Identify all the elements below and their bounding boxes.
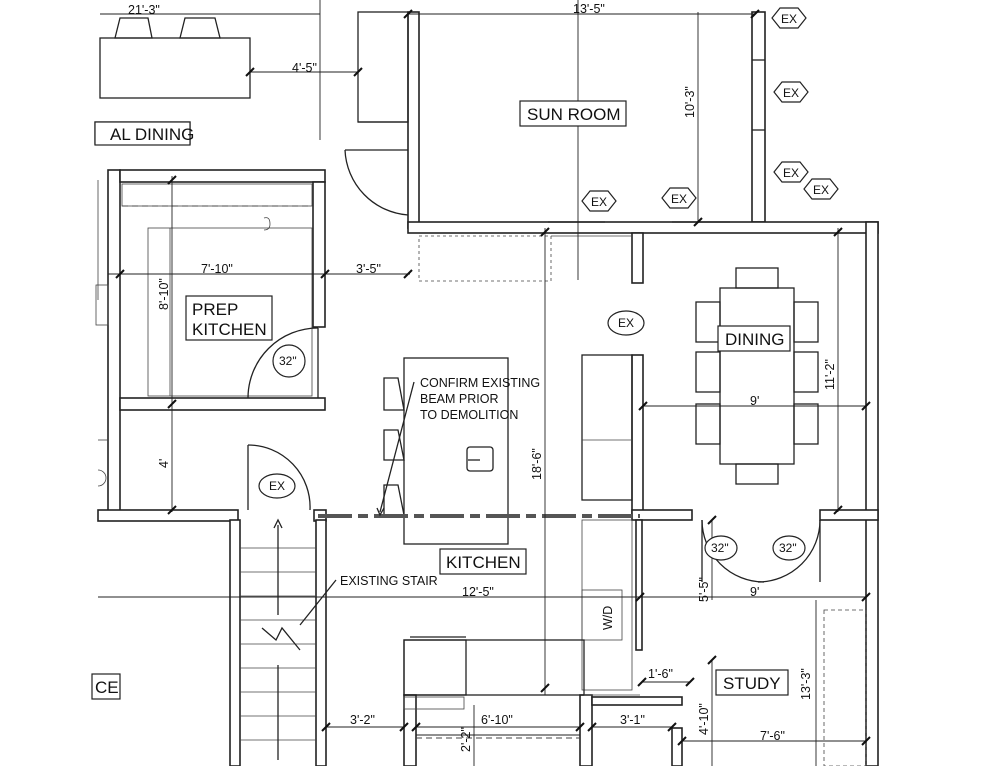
dim-12-5: 12'-5" — [462, 585, 494, 599]
dim-1-6: 1'-6" — [648, 667, 673, 681]
dim-9-dining: 9' — [750, 394, 759, 408]
dim-4-5: 4'-5" — [292, 61, 317, 75]
door-tag-prep: 32" — [279, 354, 297, 368]
dim-4: 4' — [157, 459, 171, 468]
stair-note-leader — [299, 579, 337, 626]
ex-tag-1: EX — [781, 12, 797, 26]
dim-6-10: 6'-10" — [481, 713, 513, 727]
room-label-formal-dining: AL DINING — [110, 125, 194, 144]
room-label-edge: CE — [95, 678, 119, 697]
room-label-study: STUDY — [723, 674, 781, 693]
ex-tag-4: EX — [813, 183, 829, 197]
beam-note-arrow — [376, 507, 385, 517]
ex-tag-8: EX — [269, 479, 285, 493]
beam-note-line1: CONFIRM EXISTING — [420, 376, 540, 390]
room-label-dining: DINING — [725, 330, 785, 349]
dim-7-10: 7'-10" — [201, 262, 233, 276]
dim-8-10: 8'-10" — [157, 278, 171, 310]
door-swings — [247, 149, 821, 583]
dim-2-2: 2'-2" — [459, 727, 473, 752]
ex-tag-2: EX — [783, 86, 799, 100]
dimension-labels: 21'-3" 13'-5" 4'-5" 10'-3" 7'-10" 3'-5" … — [128, 2, 837, 752]
beam-note-line3: TO DEMOLITION — [420, 408, 518, 422]
notes: CONFIRM EXISTING BEAM PRIOR TO DEMOLITIO… — [340, 376, 615, 630]
ex-tag-3: EX — [783, 166, 799, 180]
ex-tag-7: EX — [618, 316, 634, 330]
existing-stair — [240, 518, 316, 760]
dim-13-3: 13'-3" — [799, 668, 813, 700]
dim-10-3: 10'-3" — [683, 86, 697, 118]
beam-note-line2: BEAM PRIOR — [420, 392, 499, 406]
dim-3-1: 3'-1" — [620, 713, 645, 727]
dim-7-6: 7'-6" — [760, 729, 785, 743]
dim-13-5: 13'-5" — [573, 2, 605, 16]
room-label-kitchen: KITCHEN — [446, 553, 521, 572]
door-tag-dining-left: 32" — [711, 541, 729, 555]
dim-18-6: 18'-6" — [530, 448, 544, 480]
dim-3-5: 3'-5" — [356, 262, 381, 276]
dimension-lines — [98, 0, 871, 766]
washer-dryer-label: W/D — [601, 606, 615, 630]
dim-9-study: 9' — [750, 585, 759, 599]
dim-21-3: 21'-3" — [128, 3, 160, 17]
door-tags: 32" 32" 32" — [272, 344, 806, 561]
dim-4-10: 4'-10" — [697, 703, 711, 735]
stair-note: EXISTING STAIR — [340, 574, 438, 588]
room-label-prep-kitchen-line1: PREP — [192, 300, 238, 319]
dim-11-2: 11'-2" — [823, 359, 837, 390]
existing-tags: EX EX EX EX EX EX EX EX — [258, 7, 839, 499]
ex-tag-6: EX — [671, 192, 687, 206]
beam-note-leader — [379, 381, 415, 513]
dim-5-5: 5'-5" — [697, 577, 711, 602]
room-label-sun-room: SUN ROOM — [527, 105, 621, 124]
dim-3-2: 3'-2" — [350, 713, 375, 727]
door-tag-dining-right: 32" — [779, 541, 797, 555]
room-labels: AL DINING SUN ROOM PREP KITCHEN DINING K… — [91, 100, 791, 700]
linework — [94, 11, 867, 766]
room-label-prep-kitchen-line2: KITCHEN — [192, 320, 267, 339]
ex-tag-5: EX — [591, 195, 607, 209]
